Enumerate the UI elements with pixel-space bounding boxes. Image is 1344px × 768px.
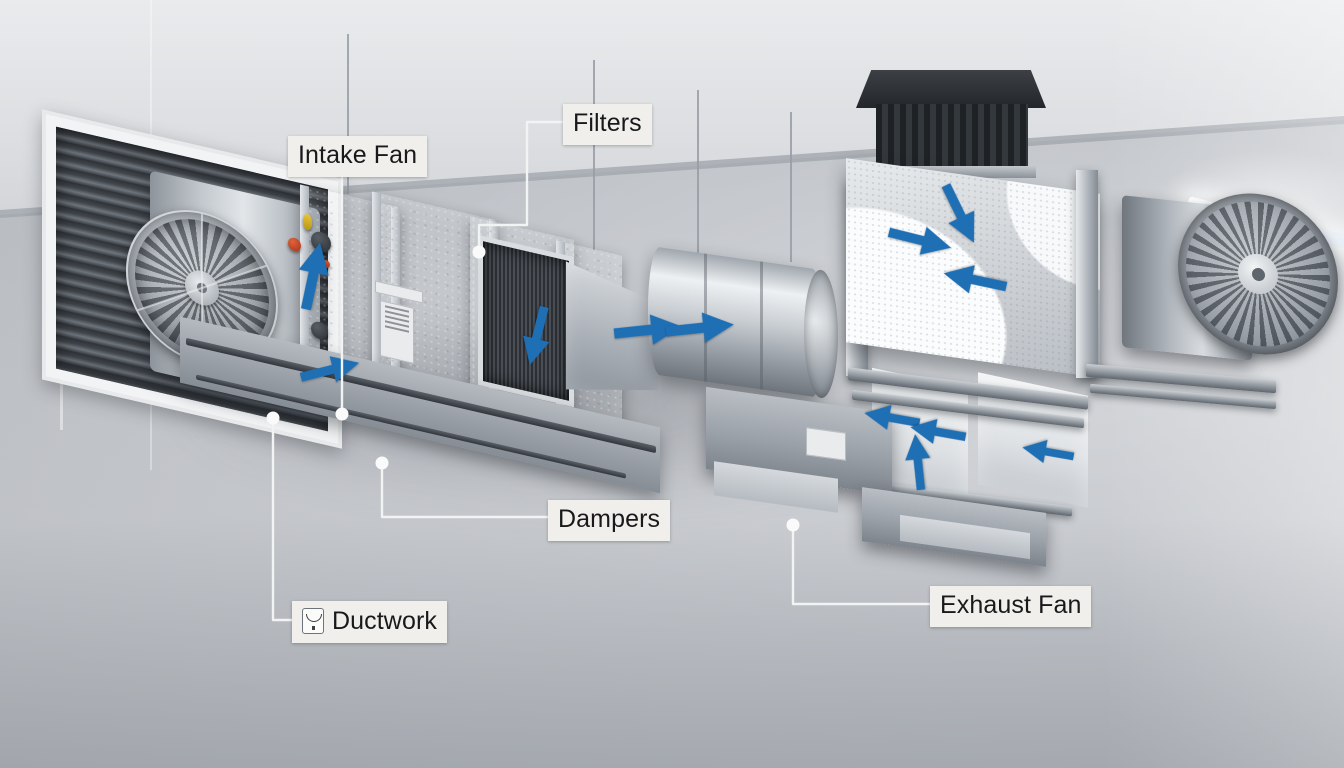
- airflow-arrow-icon: [612, 310, 683, 351]
- access-box: [806, 427, 846, 461]
- hanger-rod: [593, 60, 595, 250]
- duct-seam: [760, 261, 763, 390]
- equipment-label-sticker: [380, 300, 414, 364]
- airflow-arrow-icon: [862, 399, 922, 436]
- duct-badge-icon: [302, 608, 324, 634]
- callout-label-intake-fan[interactable]: Intake Fan: [288, 136, 428, 177]
- callout-label-ductwork[interactable]: Ductwork: [292, 601, 447, 643]
- roof-cowl-cap: [856, 70, 1046, 108]
- roof-cowl-body: [876, 104, 1028, 170]
- callout-label-text: Ductwork: [332, 606, 437, 635]
- callout-label-text: Filters: [573, 109, 642, 137]
- airflow-arrow-icon: [1020, 435, 1076, 470]
- airflow-arrow-icon: [908, 413, 968, 450]
- hanger-rod: [790, 112, 792, 262]
- callout-label-dampers[interactable]: Dampers: [548, 500, 671, 541]
- callout-label-text: Dampers: [558, 505, 661, 533]
- plenum-post-right: [1076, 170, 1098, 378]
- airflow-arrow-icon: [289, 239, 336, 313]
- airflow-arrow-icon: [515, 303, 559, 368]
- callout-label-text: Exhaust Fan: [940, 591, 1082, 619]
- airflow-arrow-icon: [664, 308, 735, 349]
- airflow-arrow-icon: [297, 348, 362, 392]
- airflow-arrow-icon: [932, 178, 989, 250]
- callout-label-exhaust-fan[interactable]: Exhaust Fan: [930, 586, 1092, 627]
- airflow-arrow-icon: [940, 258, 1009, 303]
- callout-label-text: Intake Fan: [298, 141, 418, 169]
- callout-label-filters[interactable]: Filters: [563, 104, 652, 145]
- hanger-rod: [347, 34, 349, 194]
- lower-wall-shading: [0, 518, 1344, 768]
- hanger-rod: [697, 90, 699, 265]
- airflow-arrow-icon: [901, 433, 935, 492]
- airflow-arrow-icon: [885, 217, 955, 264]
